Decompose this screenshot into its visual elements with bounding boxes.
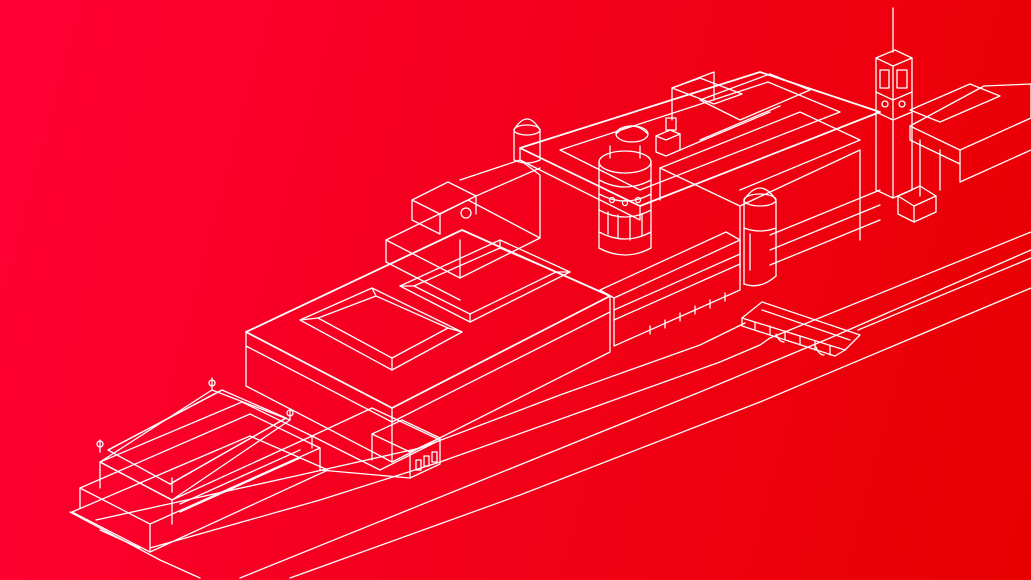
main-courtyard-block xyxy=(245,229,611,463)
connector-wing xyxy=(311,407,441,479)
left-domed-turret xyxy=(513,118,541,164)
left-theatre-building xyxy=(71,377,329,553)
right-domed-turret xyxy=(743,187,777,287)
rear-central-complex xyxy=(519,71,881,269)
middle-long-wing xyxy=(599,231,741,347)
clock-tower xyxy=(875,7,937,223)
rear-left-block xyxy=(385,159,541,301)
far-right-wing xyxy=(909,83,1031,197)
central-drum-tower xyxy=(598,117,681,256)
bridge xyxy=(741,301,861,357)
embankment-lines xyxy=(69,231,1031,579)
